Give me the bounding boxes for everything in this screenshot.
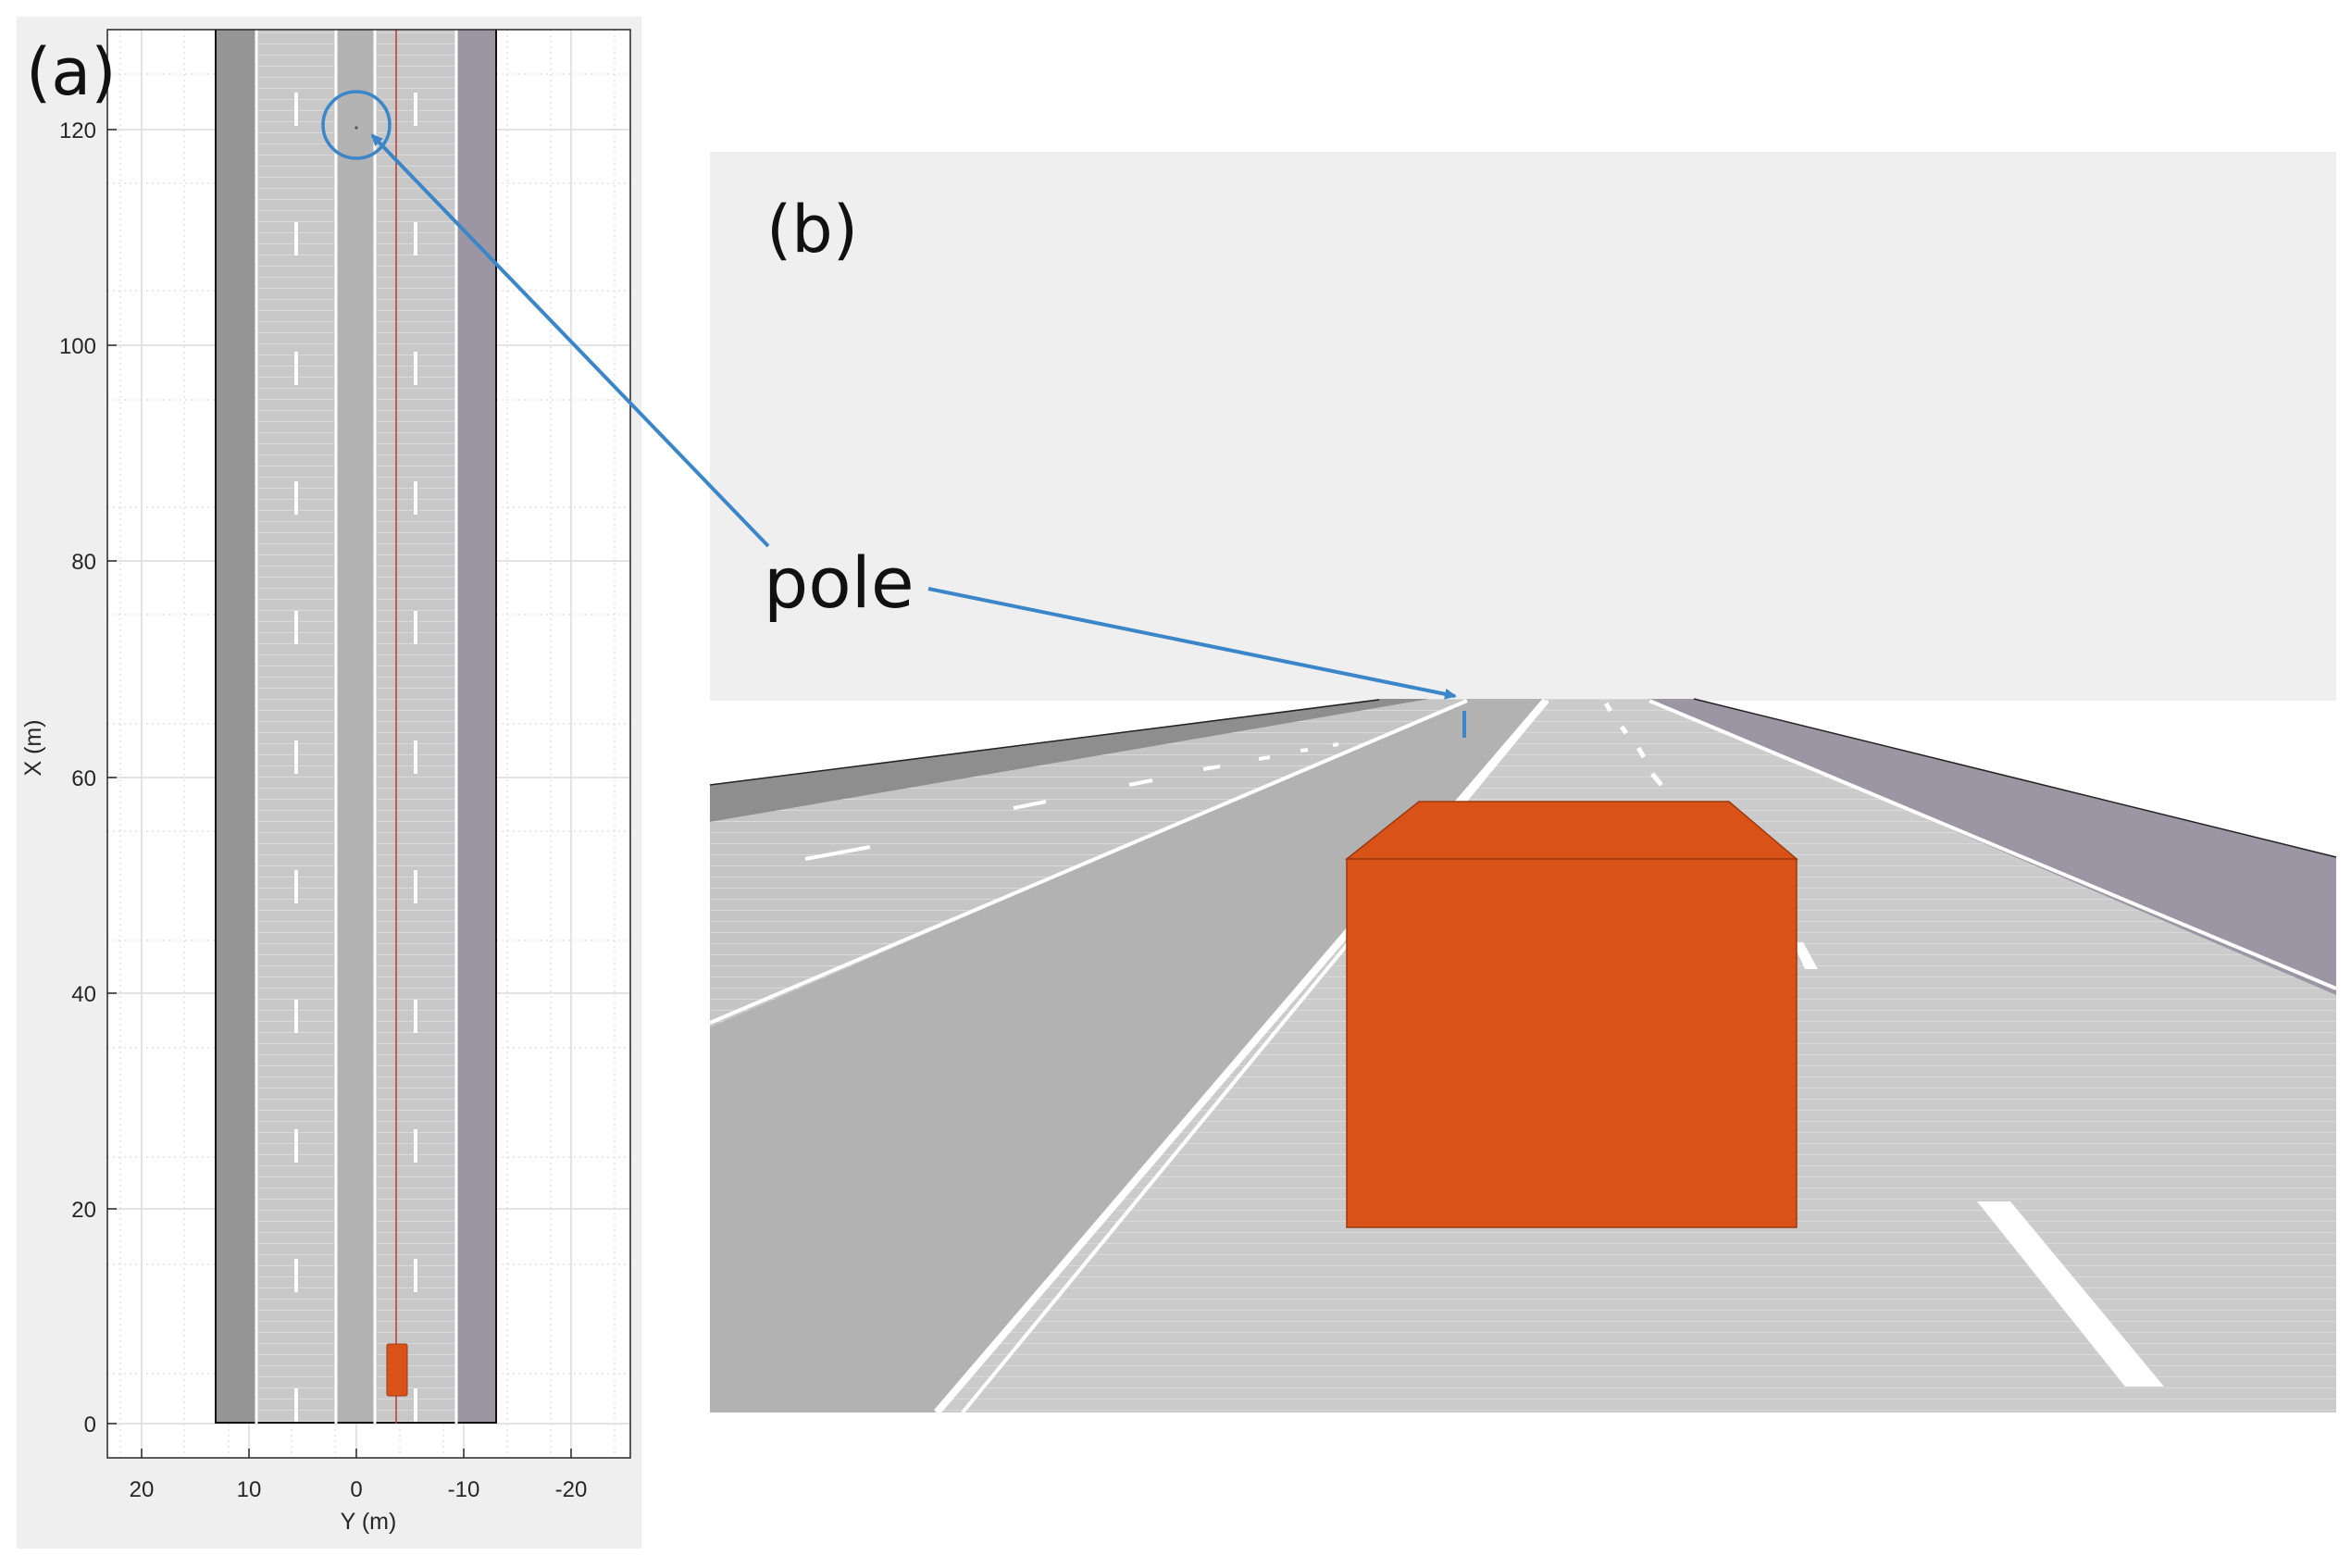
sky	[710, 152, 2336, 701]
x-axis-title: Y (m)	[341, 1509, 397, 1535]
y-tick-label: 80	[71, 550, 96, 575]
x-tick-label: -10	[448, 1477, 480, 1502]
lane-right-pattern	[375, 30, 456, 1424]
panel-b: (b)	[709, 152, 2337, 1415]
x-tick-label: 10	[237, 1477, 262, 1502]
ego-vehicle-top	[386, 1343, 408, 1397]
pole-label: pole	[764, 541, 914, 624]
vehicle-roof	[1344, 801, 1799, 860]
tick-marks	[107, 129, 572, 1458]
y-tick-label: 120	[59, 118, 96, 143]
panel-b-label: (b)	[766, 192, 858, 268]
y-tick-label: 20	[71, 1198, 96, 1223]
x-tick-label: -20	[555, 1477, 588, 1502]
y-tick-label: 100	[59, 334, 96, 359]
panel-a: 20 10 0 -10 -20 0 20 40 60 80 100 120 Y …	[17, 17, 641, 1549]
x-tick-label: 20	[130, 1477, 155, 1502]
right-shoulder	[456, 30, 496, 1424]
left-shoulder	[216, 30, 256, 1424]
axes-box	[106, 29, 631, 1459]
y-tick-label: 60	[71, 766, 96, 791]
y-axis-title: X (m)	[20, 719, 46, 776]
road-top-view	[215, 30, 497, 1424]
lane-left-pattern	[256, 30, 336, 1424]
y-tick-label: 40	[71, 982, 96, 1007]
lane-center	[336, 30, 375, 1424]
panel-a-label: (a)	[26, 34, 117, 110]
ego-vehicle-rear	[1346, 858, 1797, 1228]
callout-arrow-to-top-view	[370, 133, 770, 548]
callout-arrow-to-3d-view	[927, 587, 1457, 700]
median-lane-3d	[710, 699, 1546, 1412]
pole-highlight-circle	[321, 90, 392, 160]
y-tick-label: 0	[84, 1412, 96, 1437]
pole-callout: pole	[370, 133, 1457, 700]
x-tick-label: 0	[350, 1477, 362, 1502]
pole-top-view	[355, 126, 358, 130]
